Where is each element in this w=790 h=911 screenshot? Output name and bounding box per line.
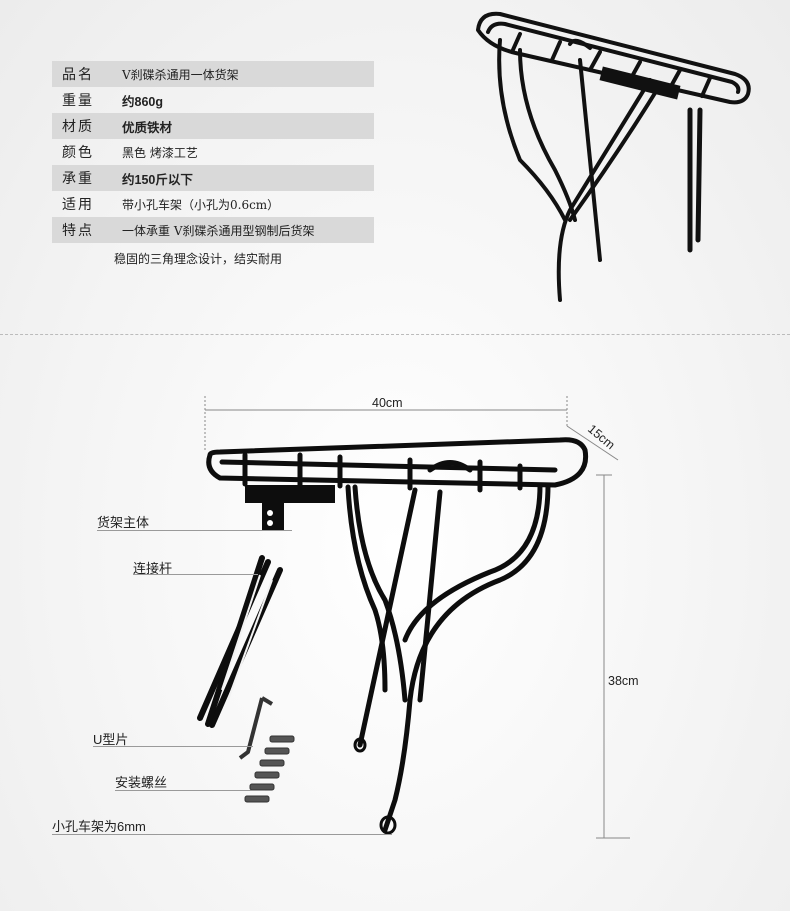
spec-value: 一体承重 V刹碟杀通用型钢制后货架 (122, 223, 315, 238)
features-line-2: 稳固的三角理念设计，结实耐用 (114, 252, 283, 266)
label-link-rod: 连接杆 (133, 561, 173, 576)
leader-main-body (97, 530, 292, 531)
spec-label: 品名 (62, 66, 94, 82)
label-u-piece: U型片 (93, 732, 129, 747)
spec-row-weight: 重量 约860g (52, 87, 374, 113)
spec-row-features: 特点 一体承重 V刹碟杀通用型钢制后货架 (52, 217, 374, 243)
spec-label: 颜色 (62, 144, 94, 160)
spec-value: 约150斤以下 (122, 172, 193, 187)
label-screws: 安装螺丝 (115, 775, 168, 790)
leader-link-rod (133, 574, 258, 575)
spec-value: V刹碟杀通用一体货架 (122, 67, 239, 82)
spec-row-material: 材质 优质铁材 (52, 113, 374, 139)
spec-row-color: 颜色 黑色 烤漆工艺 (52, 139, 374, 165)
section-divider (0, 334, 790, 335)
leader-u-piece (93, 746, 253, 747)
spec-value: 优质铁材 (122, 120, 173, 135)
leader-screws (115, 790, 265, 791)
spec-label: 重量 (62, 92, 94, 108)
label-frame-hole: 小孔车架为6mm (52, 819, 146, 834)
spec-label: 承重 (62, 170, 94, 186)
leader-frame-hole (52, 834, 392, 835)
label-main-body: 货架主体 (97, 515, 150, 530)
spec-row-name: 品名 V刹碟杀通用一体货架 (52, 61, 374, 87)
dimension-depth: 15cm (585, 421, 618, 453)
spec-row-load: 承重 约150斤以下 (52, 165, 374, 191)
spec-value: 带小孔车架（小孔为0.6cm） (122, 197, 280, 212)
spec-label: 特点 (62, 222, 94, 238)
spec-value: 约860g (122, 94, 163, 109)
spec-value: 黑色 烤漆工艺 (122, 145, 198, 160)
spec-table: 品名 V刹碟杀通用一体货架 重量 约860g 材质 优质铁材 颜色 黑色 烤漆工… (52, 61, 374, 243)
dimension-height: 38cm (608, 674, 639, 688)
spec-label: 适用 (62, 196, 94, 212)
spec-row-fit: 适用 带小孔车架（小孔为0.6cm） (52, 191, 374, 217)
spec-label: 材质 (62, 118, 94, 134)
dimension-width: 40cm (372, 396, 403, 410)
